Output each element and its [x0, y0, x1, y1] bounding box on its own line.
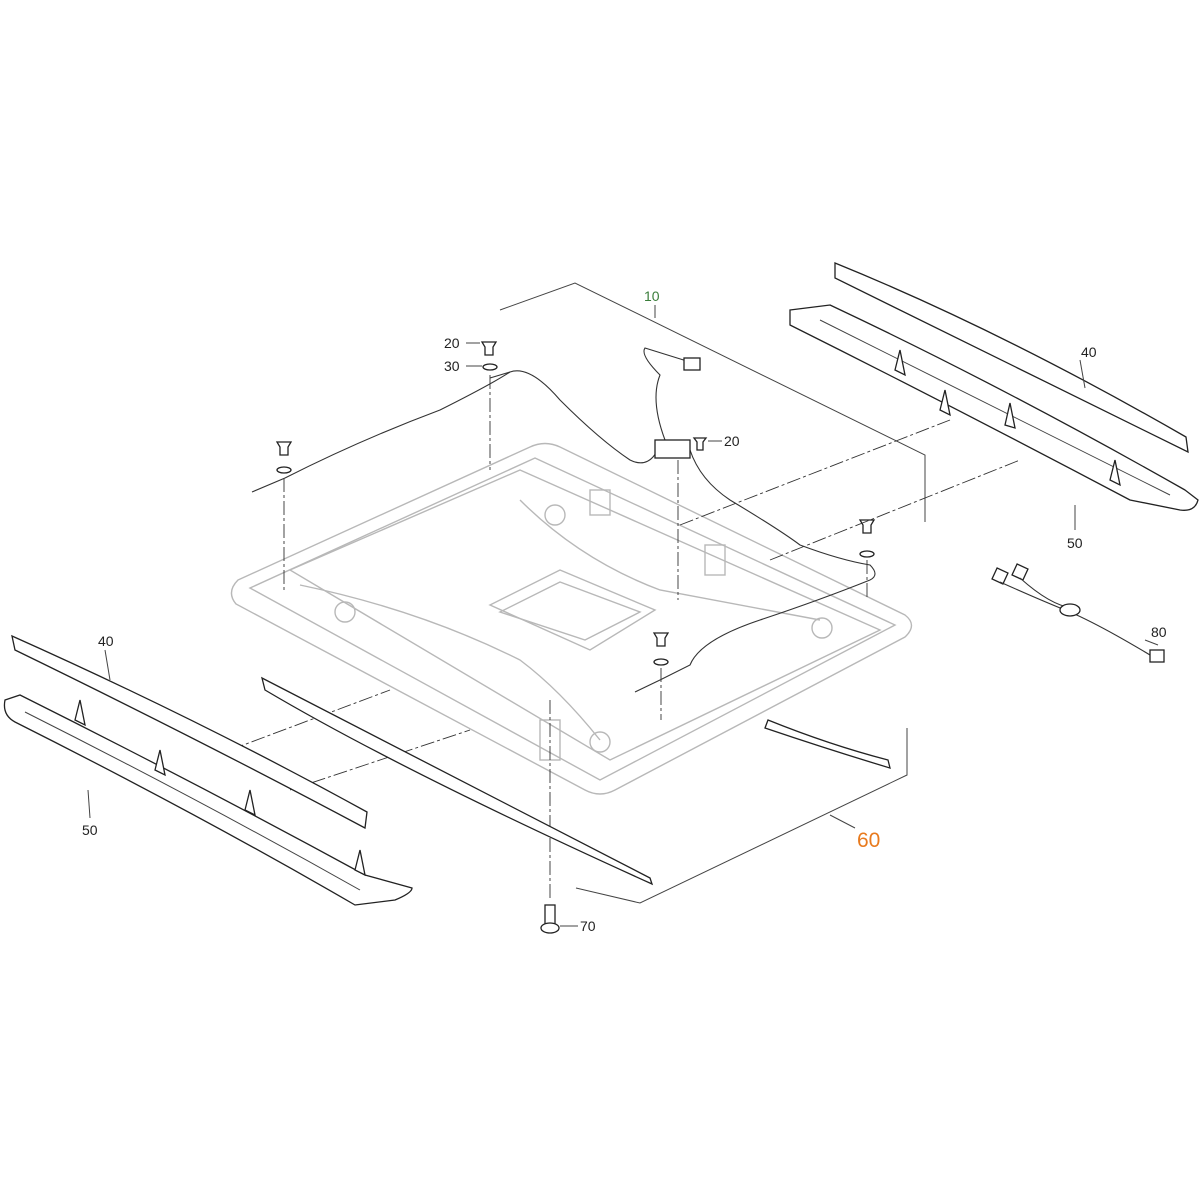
- callout-20-top: 20: [444, 335, 460, 351]
- bracket-50-left: [3, 694, 413, 906]
- harness-80: [991, 563, 1165, 663]
- callout-70: 70: [580, 918, 596, 934]
- assembly-lines: [229, 375, 1021, 900]
- screw-left: [275, 441, 293, 474]
- callout-80: 80: [1151, 624, 1167, 640]
- trim-strip-60-right: [764, 719, 891, 769]
- callout-50-right: 50: [1067, 535, 1083, 551]
- callout-20-right: 20: [724, 433, 740, 449]
- screw-70: [540, 904, 560, 934]
- kit-60-bracket: 60: [575, 728, 908, 904]
- callout-10: 10: [644, 288, 660, 304]
- tray-base: [230, 442, 913, 795]
- screws: [275, 341, 876, 934]
- trim-strip-60-front: [261, 676, 654, 886]
- callout-30: 30: [444, 358, 460, 374]
- callout-50-left: 50: [82, 822, 98, 838]
- screw-front: [652, 632, 670, 666]
- wiring-harness-10: [251, 347, 876, 693]
- screw-20-right: [692, 437, 708, 451]
- bracket-50-right: [789, 304, 1199, 511]
- sensor-module: [654, 439, 691, 459]
- screw-right: [858, 519, 876, 558]
- callout-60: 60: [857, 829, 880, 852]
- callout-40-right: 40: [1081, 344, 1097, 360]
- callout-40-left: 40: [98, 633, 114, 649]
- connector-icon: [683, 357, 701, 371]
- cover-40-right: [834, 262, 1189, 454]
- screw-20-top: [480, 341, 498, 371]
- cover-40-left: [11, 634, 368, 830]
- assembly-10-bracket: 10: [499, 282, 926, 522]
